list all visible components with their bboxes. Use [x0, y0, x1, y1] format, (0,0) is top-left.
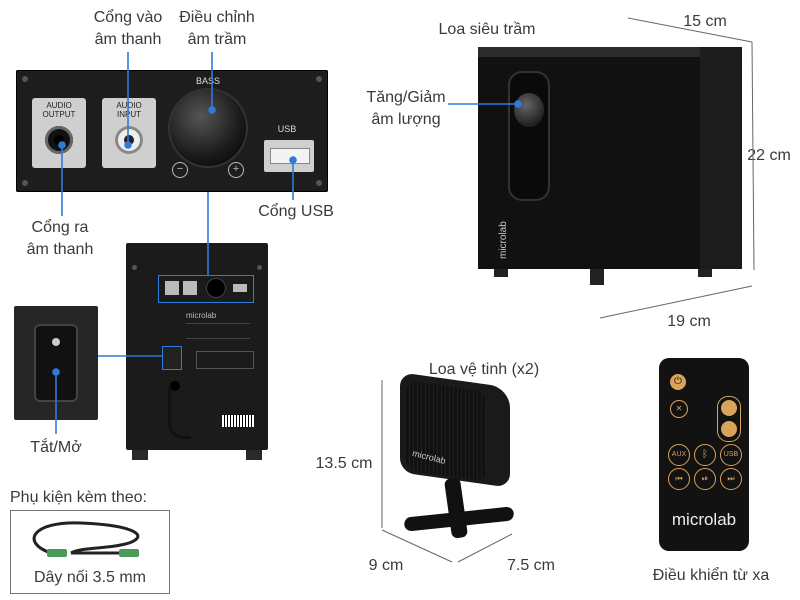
sub-width-dim: 19 cm	[667, 313, 711, 330]
audio-output-plate-line1: AUDIO	[46, 101, 72, 110]
rear-brand-label: microlab	[186, 311, 217, 320]
bass-plus-text: +	[232, 163, 240, 175]
remote-prev-icon: ⏮	[668, 468, 690, 490]
remote-mute-icon: ✕	[670, 400, 688, 418]
rear-panel-closeup: AUDIO OUTPUT AUDIO INPUT BASS − + USB	[16, 70, 328, 192]
subwoofer-top-face	[478, 47, 742, 57]
sat-height-dim: 13.5 cm	[315, 455, 373, 472]
audio-input-plate: AUDIO INPUT	[102, 98, 156, 168]
audio-output-jack	[45, 126, 73, 154]
satellite-label: Loa vệ tinh (x2)	[428, 361, 540, 378]
panel-screw-br	[316, 180, 322, 186]
power-switch-body	[34, 324, 78, 402]
audio-out-label-2: âm thanh	[26, 241, 94, 258]
rear-screw-1	[132, 265, 137, 270]
audio-input-plate-line2: INPUT	[117, 110, 141, 119]
audio-input-jack	[115, 126, 143, 154]
usb-port	[264, 140, 314, 172]
usb-port-label: Cổng USB	[258, 203, 334, 220]
remote-bluetooth-icon: ᛒ	[694, 444, 716, 466]
bass-adjust-label-1: Điều chỉnh	[179, 9, 255, 26]
audio-output-plate-line2: OUTPUT	[42, 110, 76, 119]
audio-input-plate-line1: AUDIO	[116, 101, 142, 110]
rear-info-lines	[186, 323, 250, 339]
volume-knob	[514, 93, 544, 127]
rear-barcode	[222, 415, 254, 427]
sub-foot-2	[590, 269, 604, 285]
bass-minus-icon: −	[172, 162, 188, 178]
rear-cable	[168, 386, 191, 439]
usb-panel-label: USB	[277, 124, 297, 134]
accessories-title: Phụ kiện kèm theo:	[10, 489, 147, 506]
satellite-grille	[406, 380, 486, 482]
subwoofer-front: microlab	[478, 47, 742, 285]
bass-plus-icon: +	[228, 162, 244, 178]
sub-height-dim: 22 cm	[747, 147, 791, 164]
power-switch-closeup	[14, 306, 98, 420]
remote-vol-down-icon	[721, 421, 737, 437]
remote-label: Điều khiển từ xa	[652, 567, 770, 584]
remote-aux-button: AUX	[668, 444, 690, 466]
subwoofer-label: Loa siêu trầm	[438, 21, 536, 38]
sat-width-dim: 9 cm	[368, 557, 404, 574]
bass-adjust-label-2: âm trầm	[187, 31, 247, 48]
cable-icon	[32, 521, 140, 557]
remote-usb-label: USB	[723, 451, 739, 458]
remote-play-pause-icon: ⏯	[694, 468, 716, 490]
sat-depth-dim: 7.5 cm	[506, 557, 555, 574]
audio-in-label-1: Cổng vào	[93, 9, 163, 26]
subwoofer-brand-front: microlab	[498, 221, 509, 259]
remote-power-icon: ⏻	[670, 374, 686, 390]
sub-foot-3	[698, 269, 712, 277]
remote-brand: microlab	[671, 510, 737, 529]
power-switch-dot	[52, 338, 60, 346]
panel-screw-tr	[316, 76, 322, 82]
audio-out-label-1: Cổng ra	[31, 219, 89, 236]
remote-next-icon: ⏭	[720, 468, 742, 490]
bass-minus-text: −	[176, 163, 184, 175]
sub-foot-1	[494, 269, 508, 277]
panel-screw-bl	[22, 180, 28, 186]
rear-warning-box	[196, 351, 254, 369]
power-label: Tắt/Mở	[30, 439, 82, 456]
audio-output-plate: AUDIO OUTPUT	[32, 98, 86, 168]
panel-screw-tl	[22, 76, 28, 82]
satellite-speaker: microlab	[398, 372, 518, 560]
audio-in-label-2: âm thanh	[94, 31, 162, 48]
remote-volume-rocker	[717, 396, 741, 442]
volume-label-2: âm lượng	[371, 111, 441, 128]
bass-knob	[170, 90, 246, 166]
volume-knob-housing	[508, 71, 550, 201]
rear-mini-panel	[158, 275, 254, 303]
subwoofer-side-face	[700, 47, 742, 269]
remote-control: ⏻ ✕ AUX ᛒ USB ⏮ ⏯ ⏭ microlab	[659, 358, 749, 551]
rear-power-switch	[162, 346, 182, 370]
remote-usb-button: USB	[720, 444, 742, 466]
rear-foot-left	[132, 450, 148, 460]
remote-vol-up-icon	[721, 400, 737, 416]
bass-label: BASS	[195, 76, 220, 86]
cable-box: Dây nối 3.5 mm	[10, 510, 170, 594]
volume-label-1: Tăng/Giảm	[366, 89, 446, 106]
rear-foot-right	[246, 450, 262, 460]
rear-screw-2	[257, 265, 262, 270]
subwoofer-rear: microlab	[126, 243, 268, 460]
remote-aux-label: AUX	[671, 451, 687, 458]
satellite-stand	[443, 477, 469, 539]
sub-depth-dim: 15 cm	[683, 13, 727, 30]
cable-label: Dây nối 3.5 mm	[33, 569, 147, 586]
